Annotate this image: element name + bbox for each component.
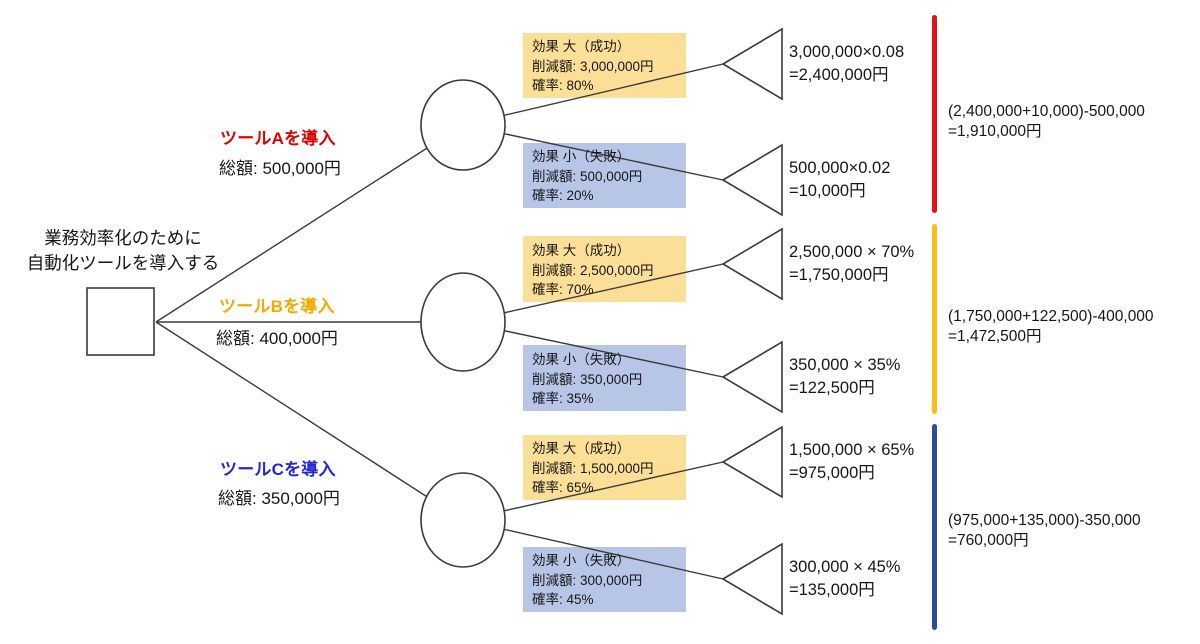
outcome-probability: 確率: 45% <box>532 592 594 607</box>
payoff-calc-line1: 300,000 × 45% <box>789 558 901 576</box>
root-question-line2: 自動化ツールを導入する <box>26 253 220 273</box>
outcome-title: 効果 小（失敗） <box>532 553 631 568</box>
terminal-node-a-fail <box>721 143 783 217</box>
outcome-box-c-success <box>523 435 686 500</box>
branch-lines <box>155 63 724 580</box>
root-question: 業務効率化のために 自動化ツールを導入する <box>12 226 234 276</box>
payoff-calc-line1: 3,000,000×0.08 <box>789 43 905 61</box>
outcome-amount: 削減額: 350,000円 <box>532 371 643 387</box>
payoff-calc-c-fail: 300,000 × 45% =135,000円 <box>789 556 900 601</box>
terminal-nodes <box>721 27 783 616</box>
net-value-line2: =760,000円 <box>948 532 1029 549</box>
outcome-probability: 確率: 35% <box>532 391 594 406</box>
branch-line-tool-a <box>155 124 464 323</box>
payoff-calc-line2: =2,400,000円 <box>789 65 889 84</box>
outcome-amount: 削減額: 1,500,000円 <box>532 460 654 476</box>
outcome-probability: 確率: 80% <box>532 78 594 93</box>
payoff-calc-line1: 1,500,000 × 65% <box>789 441 915 459</box>
root-question-line1: 業務効率化のために <box>44 228 202 248</box>
outcome-probability: 確率: 70% <box>532 282 594 297</box>
chance-line-c-fail <box>462 519 724 580</box>
outcome-title: 効果 大（成功） <box>532 441 631 456</box>
payoff-calc-b-fail: 350,000 × 35% =122,500円 <box>789 354 900 399</box>
group-bar-tool-a <box>932 15 937 213</box>
payoff-calc-b-success: 2,500,000 × 70% =1,750,000円 <box>789 241 914 286</box>
payoff-calc-line2: =975,000円 <box>789 463 875 482</box>
net-value-line1: (1,750,000+122,500)-400,000 <box>948 308 1154 325</box>
group-bar-tool-b <box>932 224 937 414</box>
terminal-node-c-success <box>721 425 783 499</box>
net-value-line1: (975,000+135,000)-350,000 <box>948 512 1141 529</box>
chance-line-b-success <box>462 263 724 323</box>
outcome-box-a-success <box>523 33 686 98</box>
outcome-amount: 削減額: 300,000円 <box>532 572 643 588</box>
chance-node-c <box>420 472 506 568</box>
branch-line-tool-c <box>155 321 464 521</box>
outcome-probability: 確率: 65% <box>532 480 594 495</box>
terminal-node-b-fail <box>721 340 783 414</box>
outcome-boxes <box>523 33 686 612</box>
chance-line-b-fail <box>462 321 724 378</box>
payoff-calc-a-fail: 500,000×0.02 =10,000円 <box>789 157 890 202</box>
outcome-text-c-success: 効果 大（成功） 削減額: 1,500,000円 確率: 65% <box>523 435 693 498</box>
chance-nodes <box>420 79 506 568</box>
outcome-text-a-success: 効果 大（成功） 削減額: 3,000,000円 確率: 80% <box>523 33 693 96</box>
branch-cost-tool-a: 総額: 500,000円 <box>219 159 341 178</box>
payoff-calc-line2: =10,000円 <box>789 181 866 200</box>
terminal-node-c-fail <box>721 542 783 616</box>
outcome-amount: 削減額: 2,500,000円 <box>532 262 654 278</box>
net-value-tool-b: (1,750,000+122,500)-400,000 =1,472,500円 <box>948 307 1154 347</box>
group-bar-tool-c <box>932 424 937 630</box>
outcome-text-b-fail: 効果 小（失敗） 削減額: 350,000円 確率: 35% <box>523 346 693 409</box>
terminal-node-b-success <box>721 227 783 301</box>
outcome-text-a-fail: 効果 小（失敗） 削減額: 500,000円 確率: 20% <box>523 143 693 206</box>
outcome-box-c-fail <box>523 547 686 612</box>
outcome-text-b-success: 効果 大（成功） 削減額: 2,500,000円 確率: 70% <box>523 237 693 300</box>
chance-line-a-success <box>462 63 724 126</box>
outcome-box-b-fail <box>523 345 686 411</box>
payoff-calc-c-success: 1,500,000 × 65% =975,000円 <box>789 439 914 484</box>
net-value-line1: (2,400,000+10,000)-500,000 <box>948 103 1145 120</box>
outcome-title: 効果 大（成功） <box>532 39 631 54</box>
net-value-line2: =1,472,500円 <box>948 328 1042 345</box>
payoff-calc-line2: =122,500円 <box>789 378 875 397</box>
outcome-amount: 削減額: 3,000,000円 <box>532 58 654 74</box>
chance-line-a-fail <box>462 124 724 181</box>
branch-label-tool-c: ツールCを導入 <box>220 460 336 479</box>
chance-node-b <box>420 272 506 372</box>
branch-label-tool-b: ツールBを導入 <box>219 297 335 316</box>
net-value-tool-c: (975,000+135,000)-350,000 =760,000円 <box>948 511 1141 551</box>
outcome-title: 効果 小（失敗） <box>532 149 631 164</box>
outcome-box-a-fail <box>523 143 686 208</box>
chance-node-a <box>420 79 506 171</box>
outcome-amount: 削減額: 500,000円 <box>532 168 643 184</box>
branch-label-tool-a: ツールAを導入 <box>220 129 336 148</box>
payoff-calc-line2: =1,750,000円 <box>789 265 889 284</box>
outcome-text-c-fail: 効果 小（失敗） 削減額: 300,000円 確率: 45% <box>523 547 693 610</box>
net-value-line2: =1,910,000円 <box>948 123 1042 140</box>
outcome-probability: 確率: 20% <box>532 188 594 203</box>
group-bars <box>932 15 937 630</box>
payoff-calc-a-success: 3,000,000×0.08 =2,400,000円 <box>789 41 904 86</box>
outcome-title: 効果 小（失敗） <box>532 352 631 367</box>
outcome-title: 効果 大（成功） <box>532 243 631 258</box>
decision-node-square <box>86 287 155 356</box>
chance-line-c-success <box>462 461 724 521</box>
net-value-tool-a: (2,400,000+10,000)-500,000 =1,910,000円 <box>948 102 1145 142</box>
payoff-calc-line1: 2,500,000 × 70% <box>789 243 915 261</box>
terminal-node-a-success <box>721 27 783 101</box>
payoff-calc-line2: =135,000円 <box>789 580 875 599</box>
payoff-calc-line1: 500,000×0.02 <box>789 159 891 177</box>
branch-cost-tool-c: 総額: 350,000円 <box>218 489 340 508</box>
payoff-calc-line1: 350,000 × 35% <box>789 356 901 374</box>
branch-cost-tool-b: 総額: 400,000円 <box>216 329 338 348</box>
